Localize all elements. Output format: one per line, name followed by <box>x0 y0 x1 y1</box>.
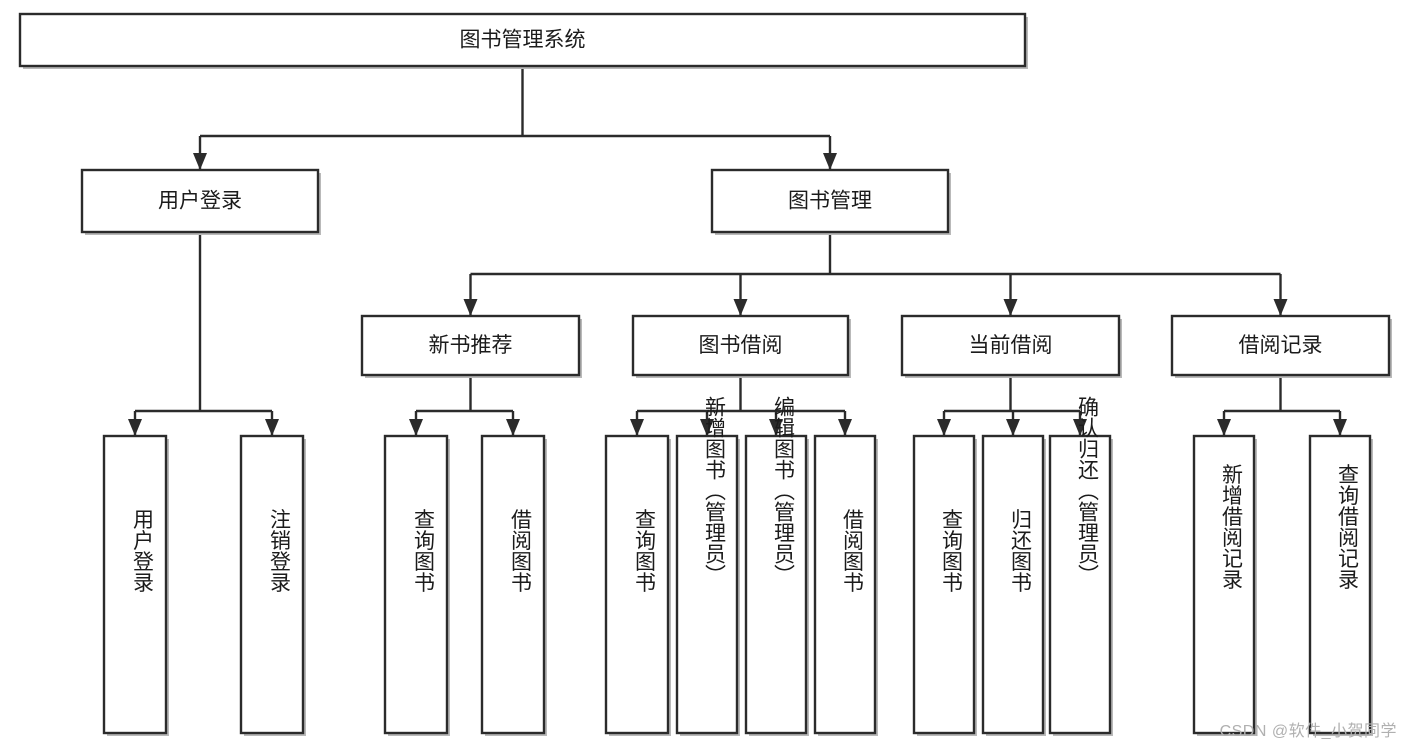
node-label: 图书借阅 <box>699 334 783 357</box>
arrow-head <box>193 153 207 170</box>
node-box[interactable] <box>18 12 1027 68</box>
edge-group-n_new_rec <box>409 375 520 436</box>
edge-group-n_book_mgmt <box>463 232 1288 316</box>
arrow-head <box>700 419 714 436</box>
arrow-head <box>1003 299 1018 316</box>
node-label: 借阅图书 <box>841 509 865 593</box>
node-label: 新增图书（管理员） <box>703 396 727 585</box>
node-label: 当前借阅 <box>969 334 1053 357</box>
arrow-head <box>838 419 852 436</box>
node-box[interactable] <box>900 314 1121 377</box>
edge-group-n_records <box>1217 375 1347 436</box>
arrow-head <box>1217 419 1231 436</box>
node-label: 用户登录 <box>158 190 242 213</box>
node-label: 查询借阅记录 <box>1336 464 1360 590</box>
node-box[interactable] <box>604 434 670 735</box>
node-box[interactable] <box>675 434 739 735</box>
arrow-head <box>463 299 478 316</box>
arrow-head <box>1333 419 1347 436</box>
node-label: 查询图书 <box>940 509 964 593</box>
node-l_query_book_b[interactable]: 查询图书 <box>604 434 671 736</box>
node-n_borrow[interactable]: 图书借阅 <box>631 314 851 378</box>
arrow-head <box>1073 419 1087 436</box>
node-n_new_rec[interactable]: 新书推荐 <box>360 314 582 378</box>
node-label: 用户登录 <box>131 509 155 593</box>
node-box[interactable] <box>1308 434 1372 735</box>
node-n_book_mgmt[interactable]: 图书管理 <box>710 168 951 235</box>
node-box[interactable] <box>813 434 877 735</box>
edge-group-n_borrow <box>630 375 852 436</box>
node-label: 新增借阅记录 <box>1220 464 1244 590</box>
node-l_return_book[interactable]: 归还图书 <box>981 434 1046 736</box>
arrow-head <box>128 419 142 436</box>
node-box[interactable] <box>80 168 320 234</box>
arrow-head <box>1273 299 1288 316</box>
node-label: 确认归还（管理员） <box>1076 396 1100 585</box>
node-n_user_login[interactable]: 用户登录 <box>80 168 321 235</box>
node-label: 新书推荐 <box>429 334 513 357</box>
arrow-head <box>1006 419 1020 436</box>
node-box[interactable] <box>631 314 850 377</box>
node-box[interactable] <box>744 434 808 735</box>
node-l_query_book_a[interactable]: 查询图书 <box>383 434 450 736</box>
node-l_add_record[interactable]: 新增借阅记录 <box>1192 434 1257 736</box>
node-l_confirm_return[interactable]: 确认归还（管理员） <box>1048 396 1113 736</box>
arrow-head <box>937 419 951 436</box>
node-l_user_login[interactable]: 用户登录 <box>102 434 169 736</box>
arrow-head <box>265 419 279 436</box>
edge-group-n_user_login <box>128 232 279 436</box>
node-box[interactable] <box>480 434 546 735</box>
node-box[interactable] <box>710 168 950 234</box>
node-l_borrow_book_b[interactable]: 借阅图书 <box>813 434 878 736</box>
node-box[interactable] <box>102 434 168 735</box>
node-l_add_book[interactable]: 新增图书（管理员） <box>675 396 740 736</box>
node-l_logout[interactable]: 注销登录 <box>239 434 306 736</box>
arrow-head <box>823 153 837 170</box>
node-label: 查询图书 <box>412 509 436 593</box>
edges-layer <box>128 66 1347 436</box>
edge-group-n_current <box>937 375 1087 436</box>
node-label: 借阅记录 <box>1239 334 1323 357</box>
node-box[interactable] <box>1192 434 1256 735</box>
nodes-layer: 图书管理系统用户登录图书管理新书推荐图书借阅当前借阅借阅记录用户登录注销登录查询… <box>18 12 1392 736</box>
arrow-head <box>506 419 520 436</box>
arrow-head <box>769 419 783 436</box>
node-box[interactable] <box>360 314 581 377</box>
node-n_current[interactable]: 当前借阅 <box>900 314 1122 378</box>
node-box[interactable] <box>912 434 976 735</box>
node-label: 编辑图书（管理员） <box>772 396 796 585</box>
node-box[interactable] <box>383 434 449 735</box>
edge-group-root <box>193 66 837 170</box>
node-l_query_record[interactable]: 查询借阅记录 <box>1308 434 1373 736</box>
node-l_borrow_book_a[interactable]: 借阅图书 <box>480 434 547 736</box>
arrow-head <box>733 299 748 316</box>
node-label: 注销登录 <box>268 509 292 593</box>
node-box[interactable] <box>981 434 1045 735</box>
arrow-head <box>630 419 644 436</box>
node-label: 图书管理系统 <box>460 29 586 52</box>
node-n_records[interactable]: 借阅记录 <box>1170 314 1392 378</box>
node-box[interactable] <box>239 434 305 735</box>
node-root[interactable]: 图书管理系统 <box>18 12 1028 69</box>
node-l_query_book_c[interactable]: 查询图书 <box>912 434 977 736</box>
node-label: 借阅图书 <box>509 509 533 593</box>
node-box[interactable] <box>1048 434 1112 735</box>
node-label: 归还图书 <box>1009 509 1033 593</box>
node-l_edit_book[interactable]: 编辑图书（管理员） <box>744 396 809 736</box>
node-box[interactable] <box>1170 314 1391 377</box>
node-label: 图书管理 <box>788 190 872 213</box>
node-label: 查询图书 <box>633 509 657 593</box>
arrow-head <box>409 419 423 436</box>
